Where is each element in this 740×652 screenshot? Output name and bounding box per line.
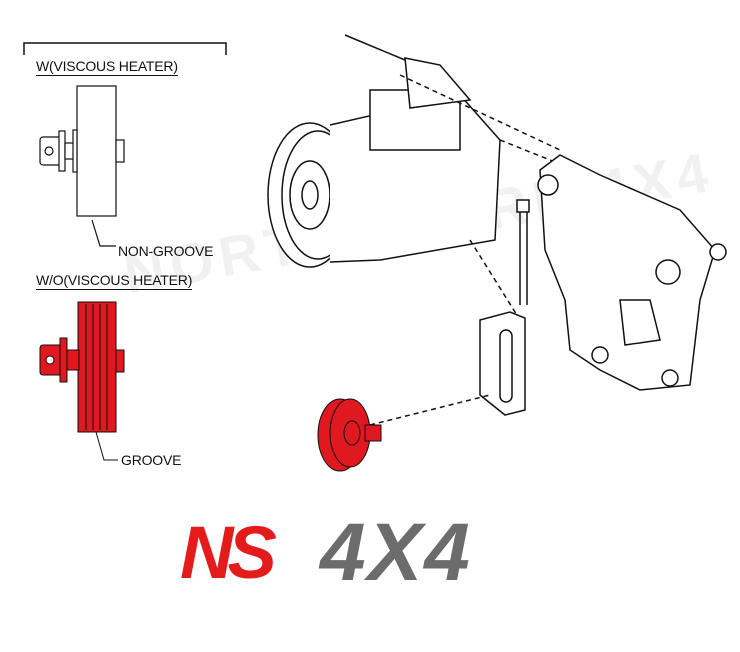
logo-4x4: 4X4 — [320, 507, 472, 598]
section-bracket — [23, 42, 227, 55]
label-groove: GROOVE — [121, 452, 182, 468]
logo-ns: NS — [180, 511, 277, 594]
mounting-bracket — [537, 154, 727, 391]
non-groove-pulley — [39, 85, 125, 247]
idler-pulley-highlight — [317, 398, 382, 472]
label-non-groove: NON-GROOVE — [118, 243, 214, 259]
groove-pulley — [39, 301, 125, 461]
label-without-viscous-heater: W/O(VISCOUS HEATER) — [36, 272, 193, 290]
label-with-viscous-heater: W(VISCOUS HEATER) — [36, 58, 178, 76]
compressor — [267, 34, 651, 321]
idler-bracket — [369, 199, 530, 426]
